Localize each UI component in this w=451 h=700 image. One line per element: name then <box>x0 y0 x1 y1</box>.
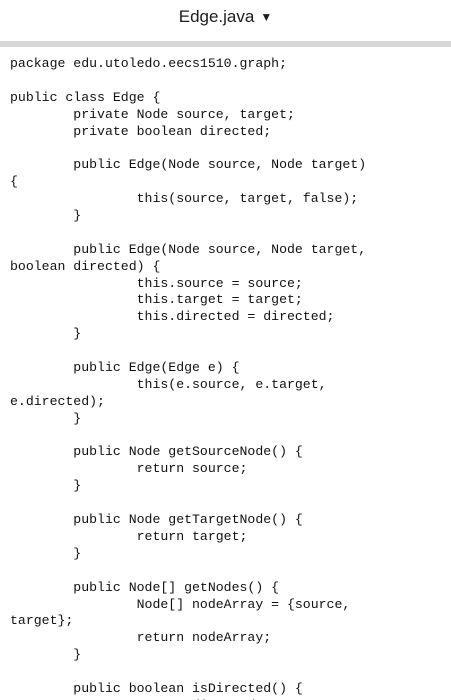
code-line: public class Edge { <box>10 89 161 105</box>
code-line: package edu.utoledo.eecs1510.graph; <box>10 56 287 71</box>
code-line: { <box>10 174 18 190</box>
code-line: public Node[] getNodes() { <box>10 579 280 595</box>
code-line: public Node getTargetNode() { <box>10 512 303 528</box>
code-line: } <box>10 647 82 663</box>
title-bar: Edge.java ▼ <box>0 0 451 34</box>
code-viewer[interactable]: package edu.utoledo.eecs1510.graph; publi… <box>0 47 451 700</box>
code-line: private Node source, target; <box>10 106 295 122</box>
code-line: public Edge(Node source, Node target, <box>10 241 367 257</box>
code-line: this.directed = directed; <box>10 309 335 325</box>
code-line: public Edge(Node source, Node target) <box>10 157 367 173</box>
divider <box>0 41 451 47</box>
code-line: } <box>10 326 82 342</box>
code-line: return source; <box>10 461 248 477</box>
code-line: boolean directed) { <box>10 258 161 274</box>
code-line: return target; <box>10 528 248 544</box>
code-line <box>10 495 451 512</box>
file-name: Edge.java <box>178 7 255 26</box>
code-content: package edu.utoledo.eecs1510.graph; publi… <box>0 47 451 700</box>
code-line: return directed; <box>10 698 451 700</box>
code-line <box>10 225 451 242</box>
code-line: this.target = target; <box>10 292 303 308</box>
code-line <box>10 73 451 90</box>
code-line: this(source, target, false); <box>10 191 359 207</box>
code-line: this(e.source, e.target, <box>10 376 327 392</box>
code-line: return nodeArray; <box>10 630 272 646</box>
code-line: Node[] nodeArray = {source, <box>10 596 351 612</box>
code-line <box>10 428 451 445</box>
code-line <box>10 140 451 157</box>
code-line: public Node getSourceNode() { <box>10 444 303 460</box>
code-line <box>10 664 451 681</box>
code-line: } <box>10 208 82 224</box>
code-line: public Edge(Edge e) { <box>10 360 240 376</box>
code-line: } <box>10 545 82 561</box>
code-line <box>10 563 451 580</box>
code-line: } <box>10 478 82 494</box>
caret-down-icon: ▼ <box>260 10 273 24</box>
code-line: e.directed); <box>10 393 105 409</box>
file-title-dropdown[interactable]: Edge.java ▼ <box>179 7 273 27</box>
code-line: target}; <box>10 613 74 629</box>
code-line: this.source = source; <box>10 275 303 291</box>
code-line: public boolean isDirected() { <box>10 680 303 696</box>
code-line: } <box>10 410 82 426</box>
code-line <box>10 343 451 360</box>
code-line: private boolean directed; <box>10 123 272 139</box>
